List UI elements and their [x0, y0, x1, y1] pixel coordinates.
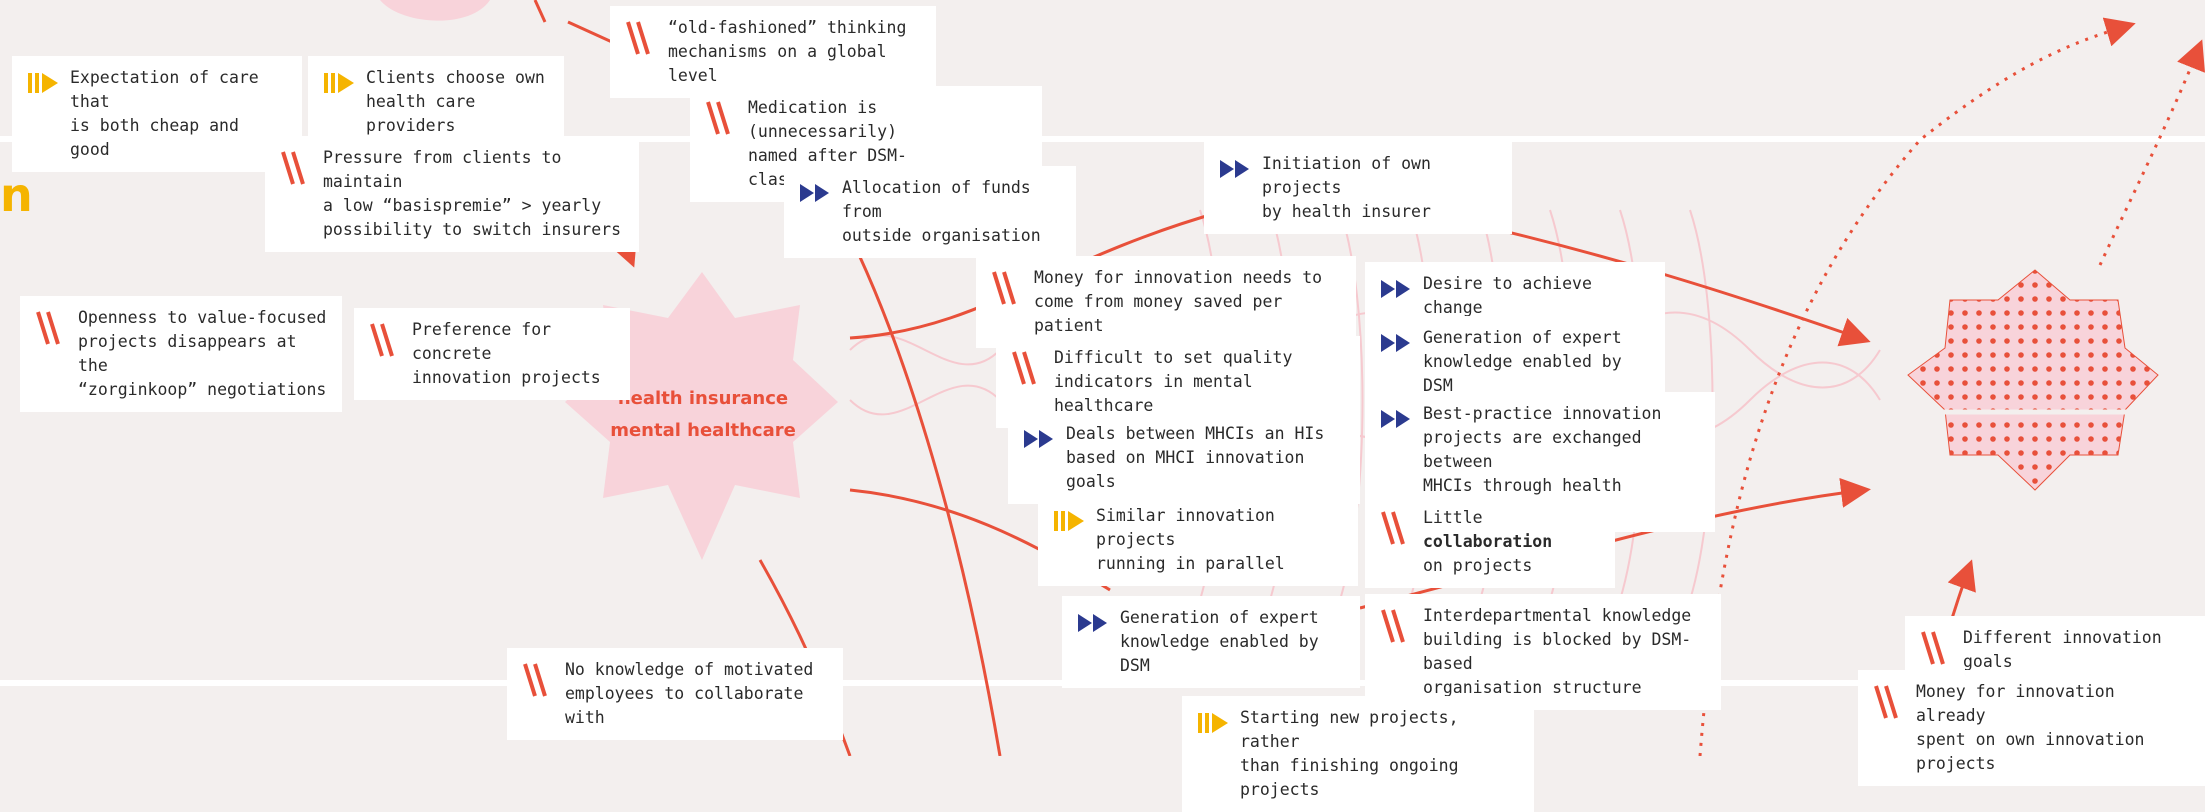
- card-starting-new: Starting new projects, rather than finis…: [1182, 696, 1534, 812]
- card-no-knowledge: No knowledge of motivated employees to c…: [507, 648, 843, 740]
- card-text: Generation of expert knowledge enabled b…: [1120, 608, 1319, 675]
- card-text: Little collaboration on projects: [1423, 506, 1601, 578]
- red-slash-icon: [1365, 604, 1423, 652]
- yellow-pause-play-icon: [1182, 706, 1240, 754]
- yellow-pause-play-icon: [1038, 504, 1096, 552]
- card-text: Pressure from clients to maintain a low …: [323, 148, 622, 239]
- card-text: Desire to achieve change: [1423, 274, 1592, 317]
- card-text: Starting new projects, rather than finis…: [1240, 708, 1459, 799]
- red-slash-icon: [996, 346, 1054, 394]
- red-slash-icon: [20, 306, 78, 354]
- red-slash-icon: [976, 266, 1034, 314]
- card-money-spent: Money for innovation already spent on ow…: [1858, 670, 2205, 786]
- card-deals: Deals between MHCIs an HIs based on MHCI…: [1008, 412, 1360, 504]
- card-money-innovation: Money for innovation needs to come from …: [976, 256, 1356, 348]
- card-text-part: on projects: [1423, 556, 1533, 575]
- band-divider-top: [0, 136, 2205, 142]
- card-allocation-funds: Allocation of funds from outside organis…: [784, 166, 1076, 258]
- card-text: Different innovation goals: [1963, 628, 2162, 671]
- card-text: Initiation of own projects by health ins…: [1262, 154, 1431, 221]
- red-slash-icon: [1858, 680, 1916, 728]
- card-generation-expert-2: Generation of expert knowledge enabled b…: [1062, 596, 1360, 688]
- hub-label-line2: mental healthcare: [610, 420, 796, 441]
- card-text: Expectation of care that is both cheap a…: [70, 68, 259, 159]
- card-preference: Preference for concrete innovation proje…: [354, 308, 630, 400]
- card-text: Generation of expert knowledge enabled b…: [1423, 328, 1622, 395]
- card-initiation-projects: Initiation of own projects by health ins…: [1204, 142, 1512, 234]
- card-expectation-care: Expectation of care that is both cheap a…: [12, 56, 302, 172]
- navy-fast-forward-icon: [1008, 422, 1066, 470]
- card-interdepartmental: Interdepartmental knowledge building is …: [1365, 594, 1721, 710]
- red-slash-icon: [1905, 626, 1963, 674]
- card-text: Interdepartmental knowledge building is …: [1423, 606, 1692, 697]
- partial-heading: n: [0, 168, 33, 222]
- card-text: Preference for concrete innovation proje…: [412, 320, 601, 387]
- card-text: No knowledge of motivated employees to c…: [565, 660, 814, 727]
- red-slash-icon: [354, 318, 412, 366]
- card-text-part: Little: [1423, 508, 1483, 527]
- hub-star: [565, 272, 838, 560]
- red-slash-icon: [265, 146, 323, 194]
- card-text: Allocation of funds from outside organis…: [842, 178, 1041, 245]
- card-text: Deals between MHCIs an HIs based on MHCI…: [1066, 424, 1325, 491]
- diagram-canvas: [380, 0, 2205, 756]
- card-text: Money for innovation needs to come from …: [1034, 268, 1323, 335]
- yellow-pause-play-icon: [12, 66, 70, 114]
- navy-fast-forward-icon: [1062, 606, 1120, 654]
- red-slash-icon: [1365, 506, 1423, 554]
- card-similar-projects: Similar innovation projects running in p…: [1038, 494, 1358, 586]
- card-text: Money for innovation already spent on ow…: [1916, 682, 2145, 773]
- pink-blob-top: [380, 0, 490, 21]
- navy-fast-forward-icon: [1365, 402, 1423, 450]
- navy-fast-forward-icon: [1365, 326, 1423, 374]
- card-text: Difficult to set quality indicators in m…: [1054, 348, 1293, 415]
- red-slash-icon: [507, 658, 565, 706]
- red-slash-icon: [610, 16, 668, 64]
- card-text: Clients choose own health care providers: [366, 68, 545, 135]
- card-pressure-clients: Pressure from clients to maintain a low …: [265, 136, 639, 252]
- outcome-star: [1905, 269, 2165, 491]
- hub-label-line1: health insurance: [617, 388, 789, 409]
- red-slash-icon: [690, 96, 748, 144]
- dotted-connectors: [1698, 17, 2205, 756]
- navy-fast-forward-icon: [1365, 272, 1423, 320]
- card-text: “old-fashioned” thinking mechanisms on a…: [668, 18, 907, 85]
- navy-fast-forward-icon: [784, 176, 842, 224]
- yellow-pause-play-icon: [308, 66, 366, 114]
- card-text: Openness to value-focused projects disap…: [78, 308, 327, 399]
- card-clients-choose: Clients choose own health care providers: [308, 56, 564, 148]
- card-old-fashioned: “old-fashioned” thinking mechanisms on a…: [610, 6, 936, 98]
- navy-fast-forward-icon: [1204, 152, 1262, 200]
- card-text: Similar innovation projects running in p…: [1096, 506, 1285, 573]
- card-openness: Openness to value-focused projects disap…: [20, 296, 342, 412]
- card-text-bold: collaboration: [1423, 532, 1553, 551]
- card-little-collab: Little collaboration on projects: [1365, 496, 1615, 588]
